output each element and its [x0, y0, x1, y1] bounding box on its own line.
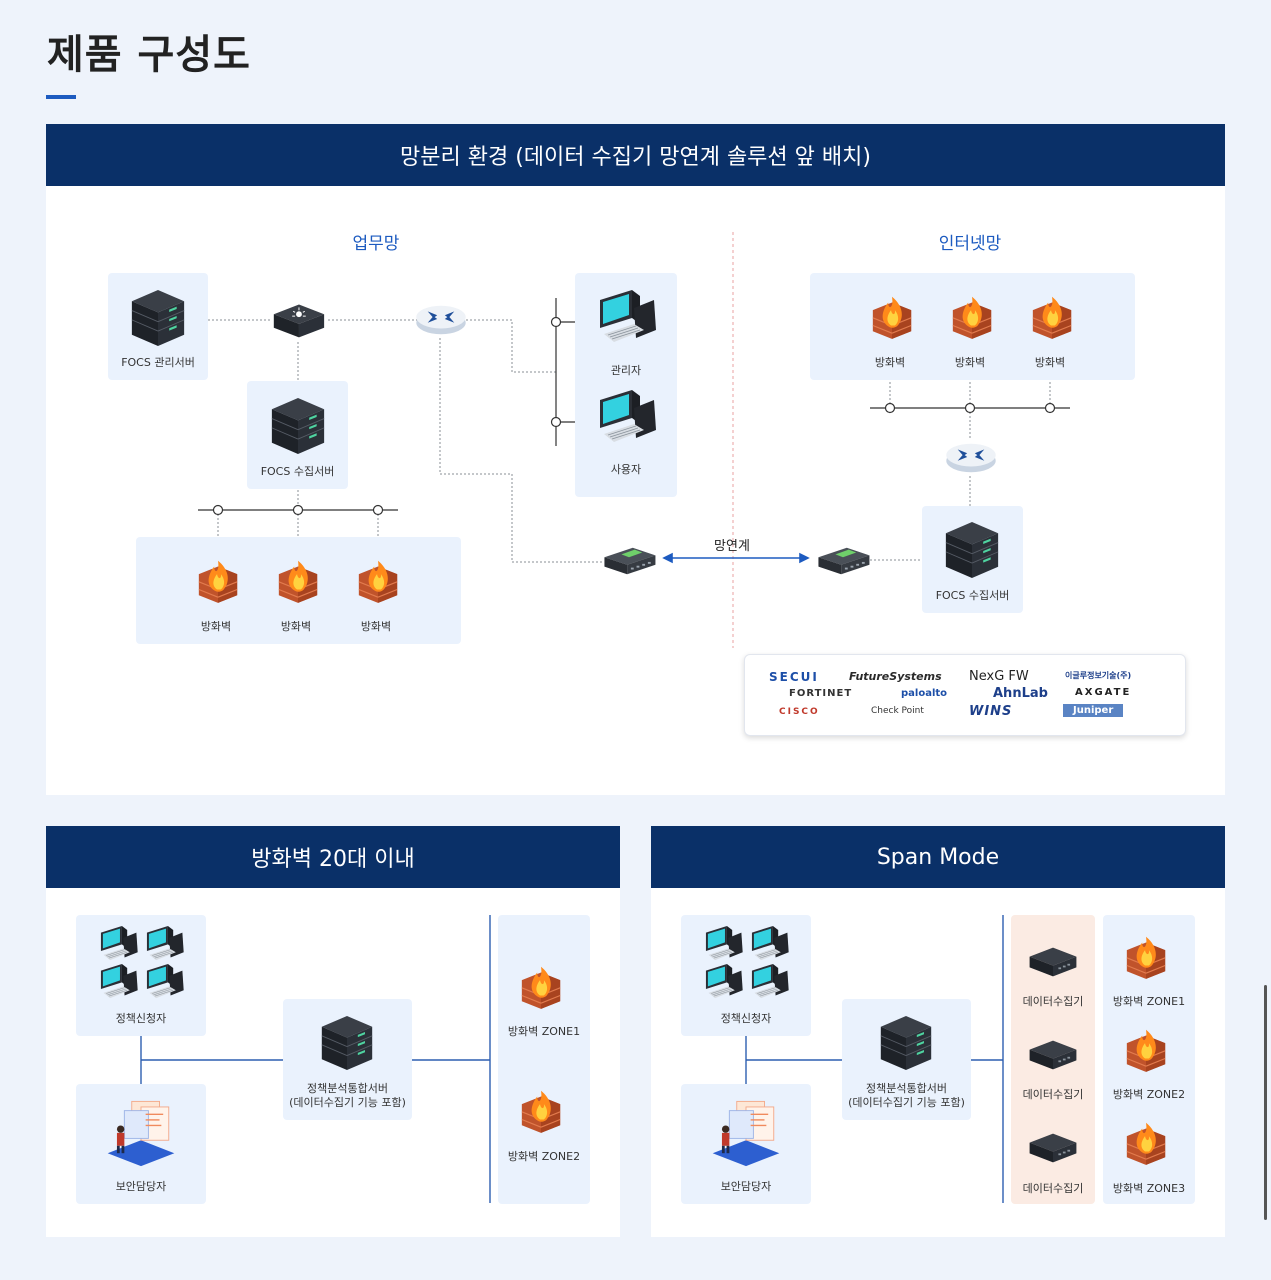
firewall-label: 방화벽 [874, 356, 906, 369]
security-officer-icon [709, 1094, 783, 1168]
network-hub-icon [814, 544, 872, 578]
collector-label: 데이터수집기 [1022, 1088, 1084, 1101]
admin-label: 관리자 [610, 364, 642, 377]
requester-label: 정책신청자 [115, 1012, 167, 1025]
vendor-logo: CISCO [779, 707, 820, 717]
vendor-logo: WINS [969, 704, 1013, 719]
switch-icon [268, 298, 328, 342]
firewall-icon [1029, 288, 1075, 340]
computer-icon [594, 390, 658, 454]
firewall-icon [275, 552, 321, 604]
firewall-icon [355, 552, 401, 604]
zone-title-internet: 인터넷망 [938, 234, 1002, 254]
vendor-logo: FutureSystems [849, 670, 942, 683]
computer-icon [97, 926, 139, 968]
firewall-icon [869, 288, 915, 340]
zone-box [498, 915, 590, 1204]
requester-box [681, 915, 811, 1036]
collector-icon [1026, 1037, 1080, 1073]
firewall-icon [1123, 1021, 1169, 1073]
page-title: 제품 구성도 [47, 32, 251, 78]
zone2-label: 방화벽 ZONE2 [507, 1150, 581, 1163]
firewall-label: 방화벽 [954, 356, 986, 369]
zone1-label: 방화벽 ZONE1 [507, 1025, 581, 1038]
panel-header: 망분리 환경 (데이터 수집기 망연계 솔루션 앞 배치) [46, 124, 1225, 186]
server-icon [320, 1014, 374, 1072]
firewall-label: 방화벽 [1034, 356, 1066, 369]
server-icon [270, 396, 326, 456]
panel-network-separation: 망분리 환경 (데이터 수집기 망연계 솔루션 앞 배치) [46, 124, 1225, 795]
server-icon [944, 520, 1000, 580]
requester-label: 정책신청자 [720, 1012, 772, 1025]
vendor-logo: AXGATE [1075, 687, 1132, 698]
security-officer-icon [104, 1094, 178, 1168]
user-label: 사용자 [610, 463, 642, 476]
computer-icon [97, 964, 139, 1006]
server-icon [879, 1014, 933, 1072]
zone3-label: 방화벽 ZONE3 [1112, 1182, 1186, 1195]
server-label: 정책분석통합서버 [307, 1082, 388, 1095]
server-sublabel: (데이터수집기 기능 포함) [848, 1096, 965, 1109]
firewall-icon [949, 288, 995, 340]
vendor-logos: SECUI FutureSystems NexG FW 이글루정보기술(주) F… [744, 654, 1186, 736]
zone2-label: 방화벽 ZONE2 [1112, 1088, 1186, 1101]
computer-icon [702, 926, 744, 968]
focs-collector-inet-label: FOCS 수집서버 [935, 589, 1010, 602]
collector-icon [1026, 1130, 1080, 1166]
vendor-logo: 이글루정보기술(주) [1065, 671, 1132, 680]
computer-icon [748, 964, 790, 1006]
firewall-icon [195, 552, 241, 604]
firewall-label: 방화벽 [280, 620, 312, 633]
zone1-label: 방화벽 ZONE1 [1112, 995, 1186, 1008]
firewall-icon [518, 1082, 564, 1134]
focs-mgmt-label: FOCS 관리서버 [121, 356, 195, 369]
computer-icon [594, 290, 658, 354]
collector-label: 데이터수집기 [1022, 995, 1084, 1008]
panel-header: 방화벽 20대 이내 [46, 826, 620, 888]
server-sublabel: (데이터수집기 기능 포함) [289, 1096, 406, 1109]
firewall-icon [1123, 1114, 1169, 1166]
vendor-logo: NexG FW [969, 669, 1029, 684]
vendor-logo: paloalto [901, 688, 948, 699]
focs-collector-label: FOCS 수집서버 [260, 465, 335, 478]
vendor-logo: SECUI [769, 670, 819, 684]
firewall-label: 방화벽 [200, 620, 232, 633]
requester-box [76, 915, 206, 1036]
firewall-label: 방화벽 [360, 620, 392, 633]
panel-header: Span Mode [651, 826, 1225, 888]
router-icon [414, 300, 468, 338]
firewall-icon [518, 958, 564, 1010]
server-icon [130, 288, 186, 348]
computer-icon [702, 964, 744, 1006]
collector-label: 데이터수집기 [1022, 1182, 1084, 1195]
officer-label: 보안담당자 [115, 1180, 167, 1193]
router-icon [944, 438, 998, 476]
computer-icon [143, 964, 185, 1006]
computer-icon [143, 926, 185, 968]
network-hub-icon [600, 544, 658, 578]
firewall-icon [1123, 928, 1169, 980]
vendor-logo: Juniper [1063, 704, 1124, 717]
vendor-logo: AhnLab [993, 686, 1048, 701]
computer-icon [748, 926, 790, 968]
server-label: 정책분석통합서버 [866, 1082, 947, 1095]
scrollbar[interactable] [1264, 985, 1267, 1220]
zone-title-work: 업무망 [352, 234, 400, 254]
vendor-logo: FORTINET [789, 688, 853, 699]
officer-label: 보안담당자 [720, 1180, 772, 1193]
title-underline [46, 95, 76, 99]
collector-icon [1026, 944, 1080, 980]
link-label: 망연계 [714, 539, 750, 554]
vendor-logo: Check Point [871, 706, 924, 716]
